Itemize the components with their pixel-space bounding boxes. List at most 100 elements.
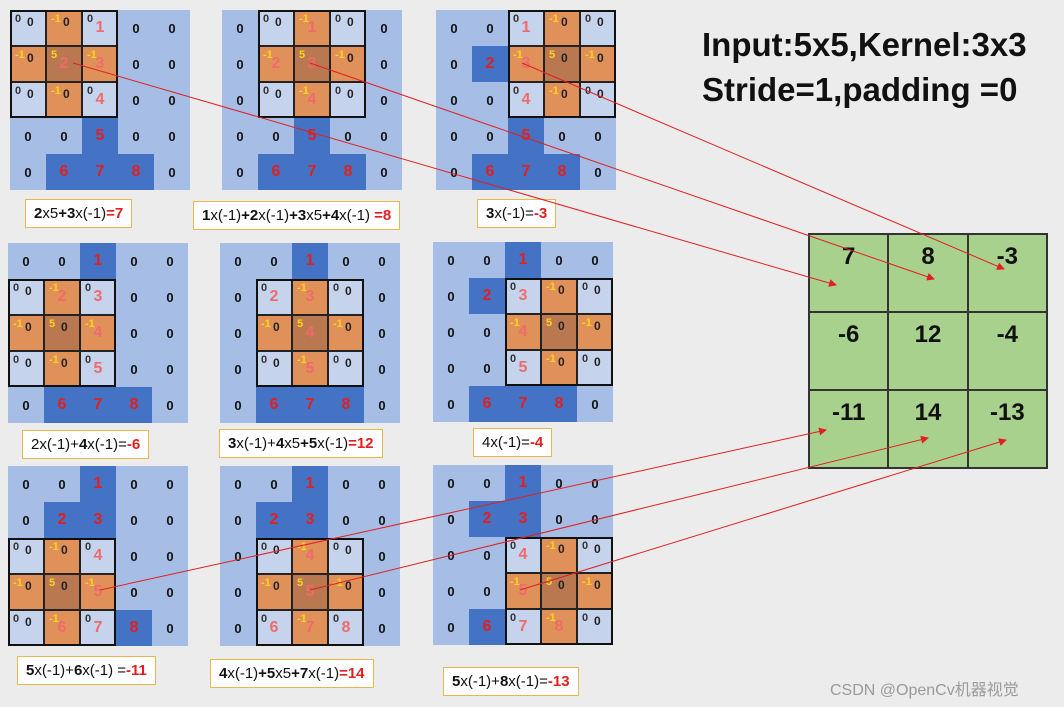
input-value: 0 — [347, 51, 354, 65]
input-value: 4 — [93, 324, 103, 341]
kernel-weight: -1 — [546, 612, 556, 624]
formula-part: x(-1)= — [87, 436, 127, 453]
input-cell: 0 — [594, 128, 602, 144]
formula-part: -4 — [529, 434, 544, 451]
input-cell: 3 — [80, 502, 116, 538]
output-cell: -13 — [967, 390, 1047, 468]
input-cell: 1 — [80, 243, 116, 279]
input-cell: 0 — [132, 56, 140, 72]
formula-part: 4 — [219, 665, 228, 682]
kernel-weight: 0 — [261, 541, 268, 553]
formula-part: x5 — [306, 207, 323, 224]
input-value: 4 — [521, 91, 531, 108]
input-value: 0 — [558, 283, 565, 297]
input-cell: 3 — [292, 502, 328, 538]
formula-part: x(-1) — [339, 207, 375, 224]
input-value: 0 — [594, 578, 601, 592]
input-value: 0 — [275, 15, 282, 29]
formula-part: +3 — [58, 205, 76, 222]
input-cell: 0 — [447, 619, 455, 635]
output-cell: 12 — [888, 312, 968, 390]
input-cell: 0 — [130, 361, 138, 377]
input-value: 1 — [95, 19, 105, 36]
kernel-weight: -1 — [299, 13, 309, 25]
step-formula: 5x(-1)+6x(-1) =-11 — [17, 656, 156, 685]
kernel-weight: 0 — [261, 282, 268, 294]
input-cell: 1 — [505, 465, 541, 501]
formula-part: x(-1)= — [508, 673, 548, 690]
input-cell: 2 — [256, 502, 292, 538]
kernel-weight: -1 — [263, 49, 273, 61]
input-cell: 0 — [234, 325, 242, 341]
kernel-weight: -1 — [510, 576, 520, 588]
kernel-weight: 0 — [510, 353, 517, 365]
kernel-weight: 0 — [510, 612, 517, 624]
input-cell: 0 — [378, 397, 386, 413]
output-cell: 7 — [809, 234, 889, 312]
kernel-weight: -1 — [85, 577, 95, 589]
input-cell: 0 — [483, 324, 491, 340]
step-formula: 5x(-1)+8x(-1)=-13 — [443, 667, 579, 696]
input-value: 4 — [305, 547, 315, 564]
input-cell: 0 — [168, 92, 176, 108]
input-cell: 7 — [82, 154, 118, 190]
input-value: 0 — [61, 320, 68, 334]
input-value: 4 — [518, 546, 528, 563]
kernel-weight: 0 — [261, 613, 268, 625]
input-cell: 0 — [22, 253, 30, 269]
kernel-weight: 0 — [513, 13, 520, 25]
input-cell: 0 — [234, 620, 242, 636]
input-value: 0 — [597, 87, 604, 101]
input-cell: 0 — [132, 92, 140, 108]
input-value: 7 — [518, 618, 528, 635]
kernel-weight: 0 — [510, 540, 517, 552]
input-cell: 0 — [270, 476, 278, 492]
input-cell: 0 — [447, 475, 455, 491]
kernel-weight: -1 — [585, 49, 595, 61]
input-cell: 8 — [116, 387, 152, 423]
kernel-weight: 0 — [582, 353, 589, 365]
input-value: 0 — [594, 319, 601, 333]
input-cell: 0 — [234, 476, 242, 492]
formula-part: 4x(-1)= — [482, 434, 530, 451]
input-cell: 0 — [342, 253, 350, 269]
input-value: 0 — [25, 615, 32, 629]
input-cell: 0 — [166, 253, 174, 269]
formula-part: -3 — [533, 205, 548, 222]
kernel-weight: 0 — [15, 85, 22, 97]
input-value: 5 — [93, 360, 103, 377]
kernel-weight: 0 — [510, 281, 517, 293]
input-cell: 0 — [130, 584, 138, 600]
title-line-1: Input:5x5,Kernel:3x3 — [702, 26, 1027, 63]
kernel-weight: 0 — [87, 13, 94, 25]
formula-part: 4 — [78, 436, 88, 453]
input-cell: 0 — [22, 397, 30, 413]
formula-part: +7 — [291, 665, 309, 682]
formula-part: =7 — [106, 205, 124, 222]
formula-part: 2x(-1)+ — [31, 436, 79, 453]
input-value: 8 — [341, 619, 351, 636]
kernel-weight: 0 — [335, 13, 342, 25]
input-cell: 0 — [483, 583, 491, 599]
kernel-weight: 0 — [333, 354, 340, 366]
diagram-title: Input:5x5,Kernel:3x3 Stride=1,padding =0 — [702, 22, 1027, 112]
input-cell: 0 — [166, 289, 174, 305]
step-formula: 4x(-1)+5x5+7x(-1)=14 — [210, 659, 374, 688]
input-cell: 6 — [44, 387, 80, 423]
